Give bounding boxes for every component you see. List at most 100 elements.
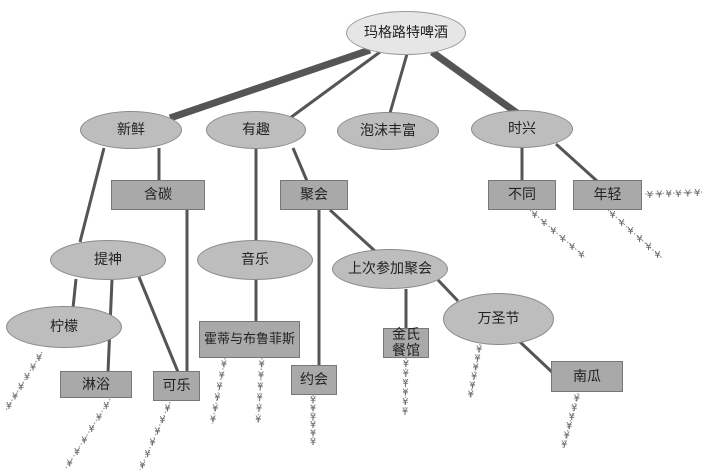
trail-glyph-icon: ¥ (88, 424, 94, 435)
trail-glyph-icon: ¥ (564, 430, 570, 441)
root-node[interactable]: 玛格路特啤酒 (346, 11, 466, 55)
node-label: 音乐 (241, 252, 269, 268)
node-refresh[interactable]: 提神 (50, 240, 166, 280)
trail-glyph-icon: ¥ (403, 359, 409, 370)
trail-line (257, 357, 263, 425)
node-label: 聚会 (300, 187, 328, 203)
trail-glyph-icon: ¥ (578, 250, 584, 261)
node-last-party[interactable]: 上次参加聚会 (332, 249, 448, 289)
node-halloween[interactable]: 万圣节 (443, 293, 554, 345)
root-trails-layer: ¥¥¥¥¥¥¥¥¥¥¥¥¥¥¥¥¥¥¥¥¥¥¥¥¥¥¥¥¥¥¥¥¥¥¥¥¥¥¥¥… (5, 188, 703, 471)
trail-glyph-icon: ¥ (474, 354, 480, 365)
trail-glyph-icon: ¥ (402, 378, 408, 389)
trail-glyph-icon: ¥ (216, 382, 222, 393)
node-shower[interactable]: 淋浴 (60, 371, 132, 398)
trail-line (404, 357, 407, 416)
node-label: 上次参加聚会 (348, 261, 432, 277)
edge-trendy-to-young (554, 142, 599, 183)
node-label: 万圣节 (477, 311, 520, 327)
trail-glyph-icon: ¥ (402, 397, 408, 408)
trail-glyph-icon: ¥ (694, 188, 700, 199)
node-label: 年轻 (593, 187, 622, 203)
root-trail-pumpkin: ¥¥¥¥¥¥ (561, 392, 580, 450)
node-pumpkin[interactable]: 南瓜 (551, 361, 623, 392)
trail-glyph-icon: ¥ (654, 250, 660, 261)
node-kims[interactable]: 金氏 餐馆 (383, 327, 429, 359)
trail-glyph-icon: ¥ (469, 381, 475, 392)
trail-glyph-icon: ¥ (144, 449, 150, 460)
trail-glyph-icon: ¥ (541, 218, 547, 229)
node-foam[interactable]: 泡沫丰富 (337, 112, 439, 150)
edge-refresh-to-cola (137, 276, 180, 373)
node-carbonated[interactable]: 含碳 (111, 180, 205, 210)
node-label: 有趣 (242, 122, 270, 138)
node-label: 淋浴 (82, 376, 110, 393)
trail-line (562, 392, 579, 449)
node-fun[interactable]: 有趣 (206, 111, 306, 149)
trail-glyph-icon: ¥ (149, 438, 155, 449)
trail-glyph-icon: ¥ (6, 401, 12, 412)
node-party[interactable]: 聚会 (280, 180, 348, 210)
node-label: 柠檬 (50, 319, 78, 335)
trail-glyph-icon: ¥ (550, 226, 556, 237)
node-hootie[interactable]: 霍蒂与布鲁菲斯 (199, 321, 300, 358)
trail-glyph-icon: ¥ (310, 429, 316, 440)
trail-glyph-icon: ¥ (30, 363, 36, 374)
root-trail-young: ¥¥¥¥¥¥ (607, 209, 663, 261)
node-music[interactable]: 音乐 (197, 240, 313, 280)
trail-glyph-icon: ¥ (473, 363, 479, 374)
trail-glyph-icon: ¥ (569, 412, 575, 423)
trail-glyph-icon: ¥ (210, 415, 216, 426)
edge-root-to-trendy (429, 49, 520, 116)
root-trail-kims: ¥¥¥¥¥¥ (402, 357, 409, 417)
node-label: 泡沫丰富 (360, 123, 416, 139)
trail-glyph-icon: ¥ (310, 412, 316, 423)
trail-glyph-icon: ¥ (212, 404, 218, 415)
node-trendy[interactable]: 时兴 (471, 110, 573, 148)
trail-glyph-icon: ¥ (159, 415, 165, 426)
node-label: 南瓜 (573, 368, 601, 385)
node-date[interactable]: 约会 (291, 365, 337, 395)
trail-line (469, 343, 481, 399)
edge-last_party-to-halloween (436, 278, 460, 303)
trail-glyph-icon: ¥ (310, 420, 316, 431)
root-trail-hootie: ¥¥¥¥¥¥ (210, 357, 227, 426)
trail-glyph-icon: ¥ (656, 190, 662, 201)
edge-refresh-to-lemon (71, 278, 78, 309)
trail-glyph-icon: ¥ (214, 393, 220, 404)
trail-line (644, 191, 703, 195)
root-trail-cola: ¥¥¥¥¥¥ (139, 401, 171, 471)
trail-line (607, 209, 663, 259)
trail-glyph-icon: ¥ (257, 382, 263, 393)
node-label: 可乐 (162, 378, 191, 394)
trail-glyph-icon: ¥ (468, 390, 474, 401)
node-lemon[interactable]: 柠檬 (6, 306, 122, 348)
node-young[interactable]: 年轻 (573, 180, 642, 210)
trail-glyph-icon: ¥ (566, 421, 572, 432)
trail-glyph-icon: ¥ (574, 394, 580, 405)
node-fresh[interactable]: 新鲜 (80, 111, 182, 149)
trail-glyph-icon: ¥ (559, 234, 565, 245)
edge-root-to-foam (388, 53, 409, 114)
edge-fresh-to-refresh (78, 147, 106, 243)
root-trail-date: ¥¥¥¥¥¥ (310, 395, 316, 448)
trail-glyph-icon: ¥ (74, 447, 80, 458)
node-label: 霍蒂与布鲁菲斯 (203, 331, 295, 347)
trail-glyph-icon: ¥ (310, 395, 316, 406)
trail-glyph-icon: ¥ (24, 372, 30, 383)
trail-glyph-icon: ¥ (471, 372, 477, 383)
root-trail-young: ¥¥¥¥¥¥ (644, 188, 703, 201)
root-trail-lemon: ¥¥¥¥¥¥ (5, 351, 43, 412)
trail-glyph-icon: ¥ (402, 387, 408, 398)
node-cola[interactable]: 可乐 (153, 371, 200, 401)
trail-glyph-icon: ¥ (139, 460, 145, 471)
trail-glyph-icon: ¥ (219, 371, 225, 382)
trail-glyph-icon: ¥ (647, 190, 653, 201)
trail-glyph-icon: ¥ (645, 242, 651, 253)
trail-glyph-icon: ¥ (66, 458, 72, 469)
trail-glyph-icon: ¥ (685, 189, 691, 200)
trail-glyph-icon: ¥ (255, 415, 261, 426)
node-different[interactable]: 不同 (488, 180, 556, 210)
trail-glyph-icon: ¥ (154, 426, 160, 437)
root-trail-halloween: ¥¥¥¥¥¥ (468, 343, 482, 401)
